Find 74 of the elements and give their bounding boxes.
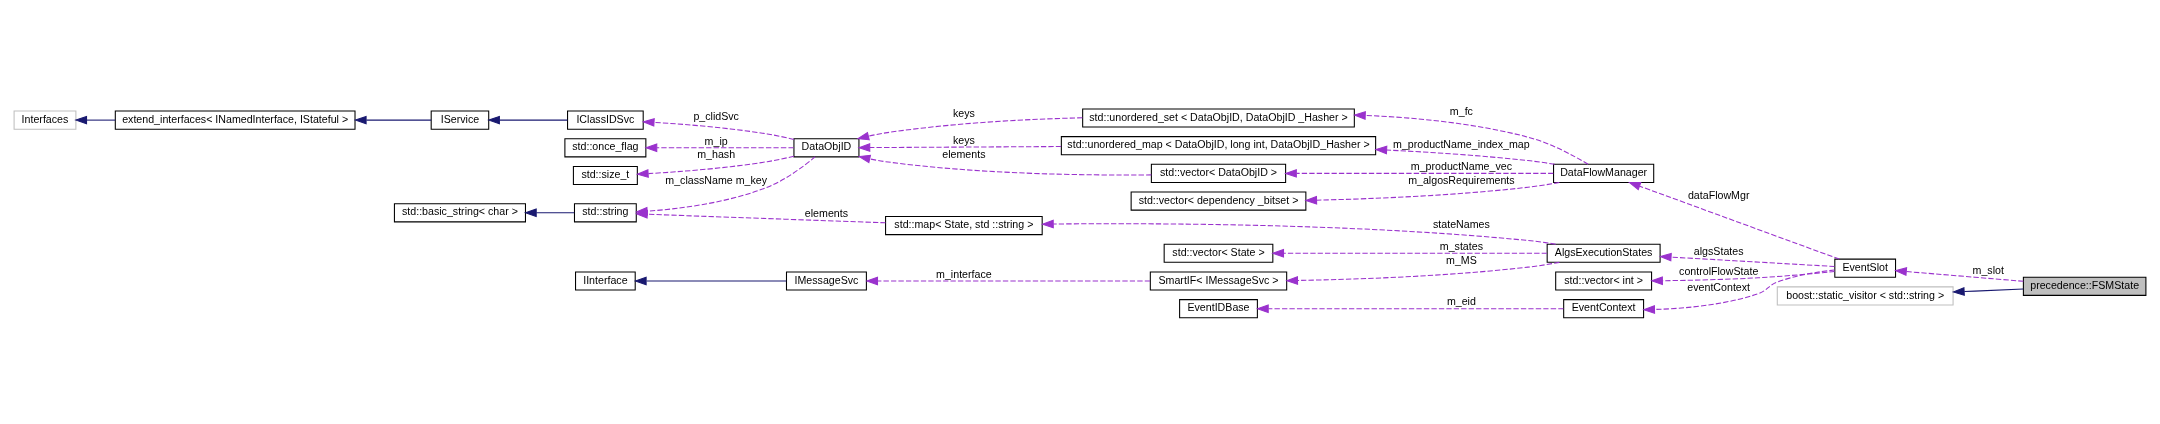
node-box: std::size_t — [572, 165, 638, 186]
node-box: std::unordered_set < DataObjID, DataObjID _Hasher > — [1082, 108, 1355, 128]
arrow — [1352, 111, 1589, 165]
node-box: std::unordered_map < DataObjID, long int, DataObjID_Hasher > — [1060, 136, 1377, 156]
arrow — [633, 276, 787, 286]
arrow — [635, 155, 795, 179]
node-box: SmartIF< IMessageSvc > — [1149, 271, 1288, 291]
node-box: precedence::FSMState — [2022, 276, 2147, 296]
edge-label: m_productName_vec — [1410, 160, 1512, 173]
node-box: IInterface — [575, 271, 636, 291]
node-box: IService — [430, 110, 490, 130]
edge-label: m_productName_index_map — [1393, 137, 1530, 150]
node-box: extend_interfaces< INamedInterface, IStateful > — [114, 110, 356, 130]
edge-label: m_fc — [1449, 104, 1473, 117]
edge-label: m_states — [1439, 240, 1483, 253]
node-box: std::once_flag — [564, 138, 647, 158]
edge-label: elements — [942, 148, 986, 161]
arrow — [1255, 304, 1564, 314]
node-box: IMessageSvc — [785, 271, 867, 291]
arrow — [1040, 219, 1557, 245]
arrow — [644, 143, 795, 153]
node-box: std::vector< int > — [1555, 271, 1653, 291]
arrow — [1271, 248, 1548, 258]
node-box: std::map< State, std ::string > — [885, 216, 1043, 236]
arrow — [1894, 267, 2024, 282]
arrow — [634, 209, 886, 224]
edge-label: keys — [952, 133, 975, 146]
arrow — [1658, 252, 1835, 267]
edge-label: dataFlowMgr — [1687, 188, 1750, 201]
arrow — [1284, 168, 1554, 178]
arrow — [1374, 145, 1556, 165]
node-box: boost::static_visitor < std::string > — [1776, 286, 1954, 306]
edge-label: eventContext — [1687, 280, 1751, 293]
edge-label: p_clidSvc — [693, 110, 739, 123]
edge-label: m_eid — [1446, 295, 1476, 308]
arrow — [857, 143, 1062, 153]
arrow — [1285, 261, 1560, 285]
edge-label: m_slot — [1972, 263, 2004, 276]
node-box: std::vector< dependency _bitset > — [1130, 191, 1307, 211]
node-box: EventIDBase — [1179, 299, 1258, 319]
arrow — [1642, 269, 1835, 314]
edge-label: m_hash — [697, 148, 736, 161]
node-box: std::basic_string< char > — [393, 203, 526, 223]
node-box: AlgsExecutionStates — [1546, 243, 1661, 263]
edge-label: keys — [952, 106, 975, 119]
arrow — [856, 117, 1083, 141]
arrow — [1650, 270, 1835, 286]
arrow — [74, 115, 116, 125]
edge-label: stateNames — [1433, 217, 1490, 230]
node-box: std::vector< DataObjID > — [1150, 163, 1287, 183]
node-box: EventContext — [1563, 299, 1645, 319]
edge-label: m_className m_key — [665, 174, 768, 187]
arrow — [487, 115, 568, 125]
arrow — [865, 276, 1151, 286]
edge-label: m_algosRequirements — [1408, 174, 1515, 187]
arrow — [641, 117, 795, 140]
node-box: DataObjID — [793, 138, 860, 158]
node-box: std::string — [573, 203, 637, 223]
edge-label: algsStates — [1693, 245, 1744, 258]
arrow — [1628, 181, 1840, 260]
node-box: Interfaces — [13, 110, 77, 130]
edge-label: m_ip — [704, 134, 728, 147]
edge-label: controlFlowState — [1679, 264, 1759, 277]
edge-label: m_interface — [936, 267, 992, 280]
node-box: std::vector< State > — [1163, 243, 1274, 263]
arrow — [523, 208, 575, 218]
node-box: IClassIDSvc — [567, 110, 644, 130]
node-box: DataFlowManager — [1553, 163, 1655, 183]
arrow — [353, 115, 432, 125]
arrow — [1951, 287, 2024, 297]
arrow — [1304, 181, 1560, 205]
edge-label: m_MS — [1446, 253, 1477, 266]
edge-label: elements — [804, 207, 849, 220]
node-box: EventSlot — [1834, 258, 1897, 278]
